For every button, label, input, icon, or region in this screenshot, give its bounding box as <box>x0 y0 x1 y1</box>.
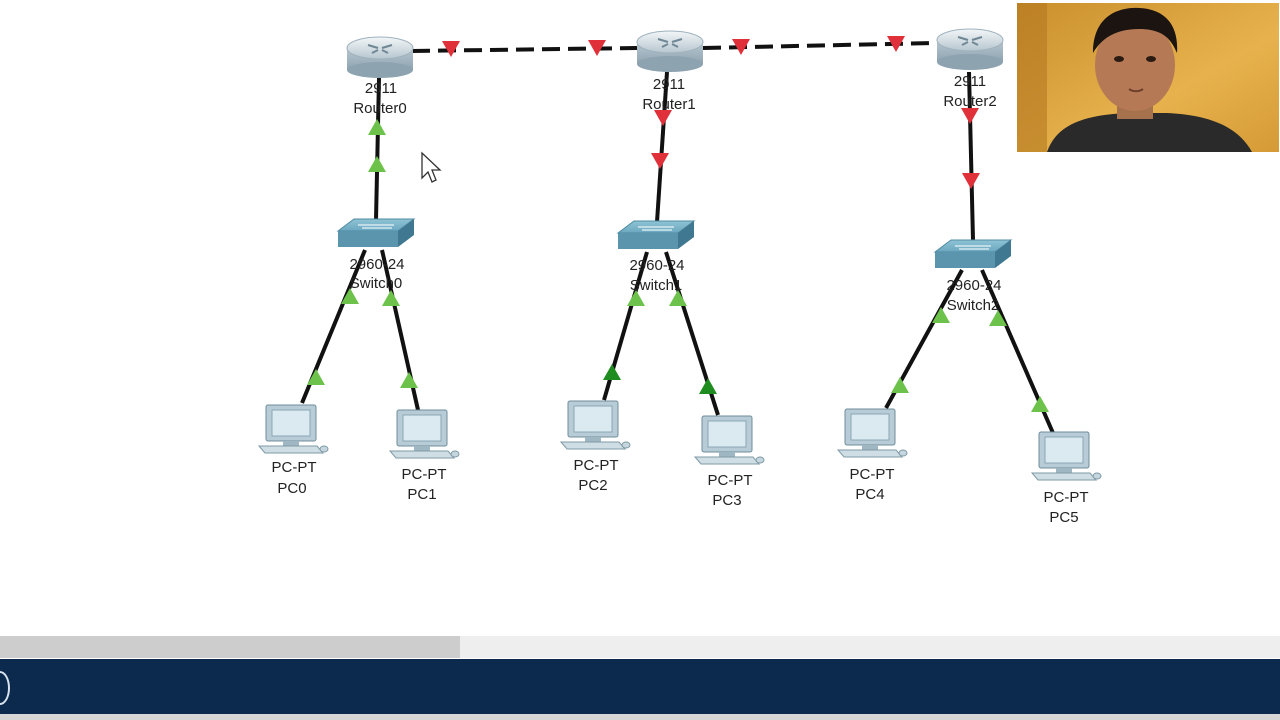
switch-icon <box>617 220 695 250</box>
link-router2-switch2[interactable] <box>967 71 975 241</box>
pc-model-label: PC-PT <box>1044 489 1089 506</box>
pc-5[interactable]: PC-PT PC5 <box>1031 431 1102 526</box>
router-name-label: Router1 <box>642 96 695 113</box>
switch-model-label: 2960-24 <box>349 256 404 273</box>
switch-name-label: Switch2 <box>947 297 1000 314</box>
link-down-triangle-icon <box>961 108 979 124</box>
switch-model-label: 2960-24 <box>946 277 1001 294</box>
switch-name-label: Switch1 <box>630 277 683 294</box>
router-name-label: Router0 <box>353 100 406 117</box>
pc-name-label: PC0 <box>277 480 306 497</box>
link-router0-switch0[interactable] <box>374 77 381 221</box>
router-icon <box>936 28 1004 71</box>
switch-icon <box>934 239 1012 269</box>
pc-name-label: PC4 <box>855 486 884 503</box>
link-up-triangle-icon <box>891 377 909 393</box>
pc-4[interactable]: PC-PT PC4 <box>837 408 908 503</box>
router-0[interactable]: 2911 Router0 <box>346 36 414 117</box>
mouse-cursor-icon <box>421 151 442 183</box>
link-up-triangle-icon <box>368 156 386 172</box>
horizontal-scrollbar[interactable] <box>0 636 1280 658</box>
router-model-label: 2911 <box>365 80 397 97</box>
pc-name-label: PC1 <box>407 486 436 503</box>
router-icon <box>636 30 704 73</box>
switch-2[interactable]: 2960-24 Switch2 <box>934 239 1012 314</box>
pc-icon <box>1031 431 1102 481</box>
pc-model-label: PC-PT <box>272 459 317 476</box>
link-router1-switch1[interactable] <box>655 71 669 223</box>
pc-model-label: PC-PT <box>402 466 447 483</box>
link-up-triangle-icon <box>1031 396 1049 412</box>
pc-icon <box>258 404 329 454</box>
serial-link-router0-router1[interactable] <box>411 46 638 53</box>
scrollbar-thumb[interactable] <box>0 636 460 658</box>
switch-name-label: Switch0 <box>350 275 403 292</box>
pc-model-label: PC-PT <box>850 466 895 483</box>
presenter-image <box>1017 3 1279 152</box>
router-name-label: Router2 <box>943 93 996 110</box>
presenter-webcam-overlay <box>1017 3 1279 152</box>
link-up-triangle-icon <box>699 378 717 394</box>
link-up-triangle-icon <box>400 372 418 388</box>
switch-0[interactable]: 2960-24 Switch0 <box>337 218 415 292</box>
pc-name-label: PC3 <box>712 492 741 509</box>
pc-name-label: PC2 <box>578 477 607 494</box>
link-up-triangle-icon <box>603 364 621 380</box>
pc-3[interactable]: PC-PT PC3 <box>694 415 765 509</box>
link-up-triangle-icon <box>382 290 400 306</box>
pc-name-label: PC5 <box>1049 509 1078 526</box>
switch-1[interactable]: 2960-24 Switch1 <box>617 220 695 294</box>
pc-icon <box>694 415 765 465</box>
router-1[interactable]: 2911 Router1 <box>636 30 704 113</box>
pc-icon <box>837 408 908 458</box>
pc-model-label: PC-PT <box>708 472 753 489</box>
panel-toggle-button[interactable] <box>0 671 10 705</box>
bottom-panel <box>0 659 1280 714</box>
router-model-label: 2911 <box>653 76 685 93</box>
bottom-device-strip <box>0 714 1280 720</box>
pc-2[interactable]: PC-PT PC2 <box>560 400 631 494</box>
router-model-label: 2911 <box>954 73 986 90</box>
router-2[interactable]: 2911 Router2 <box>936 28 1004 110</box>
link-up-triangle-icon <box>368 119 386 135</box>
pc-0[interactable]: PC-PT PC0 <box>258 404 329 497</box>
link-down-triangle-icon <box>962 173 980 189</box>
switch-icon <box>337 218 415 248</box>
link-up-triangle-icon <box>307 369 325 385</box>
pc-icon <box>389 409 460 459</box>
pc-1[interactable]: PC-PT PC1 <box>389 409 460 503</box>
router-icon <box>346 36 414 79</box>
link-down-triangle-icon <box>651 153 669 169</box>
pc-model-label: PC-PT <box>574 457 619 474</box>
switch-model-label: 2960-24 <box>629 257 684 274</box>
pc-icon <box>560 400 631 450</box>
